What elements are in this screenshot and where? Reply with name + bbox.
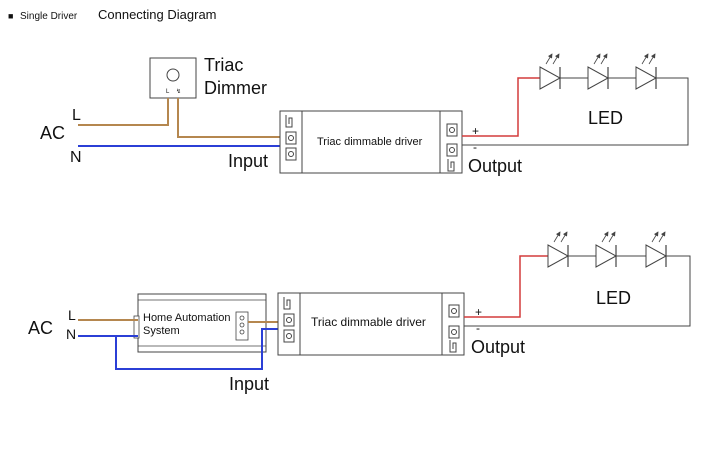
dimmer-terminal-labels: L bbox=[166, 89, 170, 95]
plus-label-1: + bbox=[472, 124, 479, 138]
dimmer-label-line1: Triac bbox=[204, 55, 243, 75]
neutral-return-wire-2 bbox=[115, 328, 281, 370]
neutral-label-2: N bbox=[66, 326, 76, 342]
automation-label-line2: System bbox=[143, 325, 180, 337]
negative-wire-1 bbox=[462, 77, 689, 146]
plus-label-2: + bbox=[475, 305, 482, 319]
led-4-icon bbox=[548, 232, 568, 267]
minus-label-1: - bbox=[473, 140, 477, 154]
dimmer-knob-icon bbox=[166, 68, 180, 82]
diagram-1: L ↯ Triac Dimmer L AC N Triac dimmable d… bbox=[40, 54, 689, 176]
minus-label-2: - bbox=[476, 321, 480, 335]
heading-large: Connecting Diagram bbox=[98, 7, 217, 22]
ac-label-2: AC bbox=[28, 318, 53, 338]
led-6-icon bbox=[646, 232, 666, 267]
led-label-2: LED bbox=[596, 288, 631, 308]
triac-driver-1 bbox=[279, 110, 463, 174]
led-1-icon bbox=[540, 54, 560, 89]
line-label: L bbox=[72, 107, 81, 124]
neutral-label: N bbox=[70, 149, 82, 166]
negative-wire-2 bbox=[464, 255, 691, 327]
diagram-2: L AC N Home Automation System Triac dimm… bbox=[28, 232, 691, 394]
positive-wire-2 bbox=[464, 255, 548, 318]
heading-small: Single Driver bbox=[20, 11, 78, 22]
ac-label: AC bbox=[40, 123, 65, 143]
led-3-icon bbox=[636, 54, 656, 89]
heading-bullet: ■ bbox=[8, 11, 13, 21]
led-5-icon bbox=[596, 232, 616, 267]
positive-wire-1 bbox=[462, 77, 540, 137]
dimmer-label-line2: Dimmer bbox=[204, 78, 267, 98]
led-label-1: LED bbox=[588, 108, 623, 128]
dimmer-output-arrow-icon: ↯ bbox=[176, 88, 181, 95]
led-2-icon bbox=[588, 54, 608, 89]
triac-driver-2 bbox=[277, 292, 465, 356]
automation-label-line1: Home Automation bbox=[143, 312, 230, 324]
input-label-2: Input bbox=[229, 374, 269, 394]
dimmer-to-driver-wire bbox=[177, 98, 281, 138]
triac-dimmer-box bbox=[149, 57, 197, 99]
input-label-1: Input bbox=[228, 151, 268, 171]
line-label-2: L bbox=[68, 307, 76, 323]
output-label-1: Output bbox=[468, 156, 522, 176]
driver-label-1: Triac dimmable driver bbox=[317, 136, 423, 148]
output-label-2: Output bbox=[471, 337, 525, 357]
driver-label-2: Triac dimmable driver bbox=[311, 315, 426, 329]
line-wire-to-dimmer bbox=[78, 98, 169, 126]
